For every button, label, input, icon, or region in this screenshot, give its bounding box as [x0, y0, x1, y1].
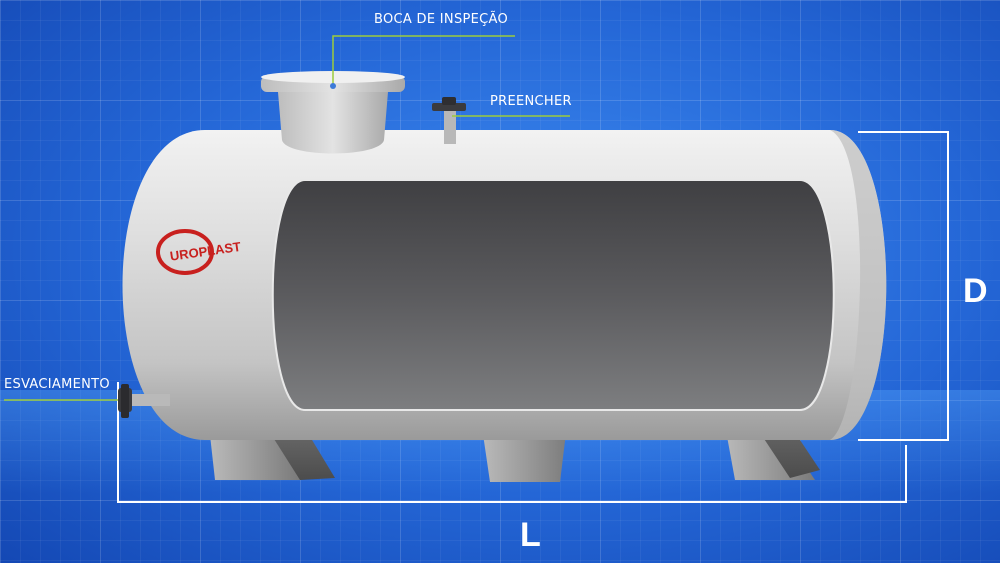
label-fill: PREENCHER [490, 94, 572, 109]
dimension-diameter-label: D [963, 272, 988, 310]
callout-lines [4, 35, 570, 401]
drain-valve [118, 384, 170, 418]
callout-dot [330, 83, 336, 89]
tank-end-cap-right [830, 130, 887, 440]
tank-front-panel [271, 179, 835, 411]
label-drain: ESVACIAMENTO [4, 377, 110, 392]
dimension-length-label: L [520, 516, 541, 554]
dimension-lines [117, 131, 949, 503]
label-inspection-hatch: BOCA DE INSPEÇÃO [374, 12, 509, 27]
fill-pipe [432, 97, 466, 144]
